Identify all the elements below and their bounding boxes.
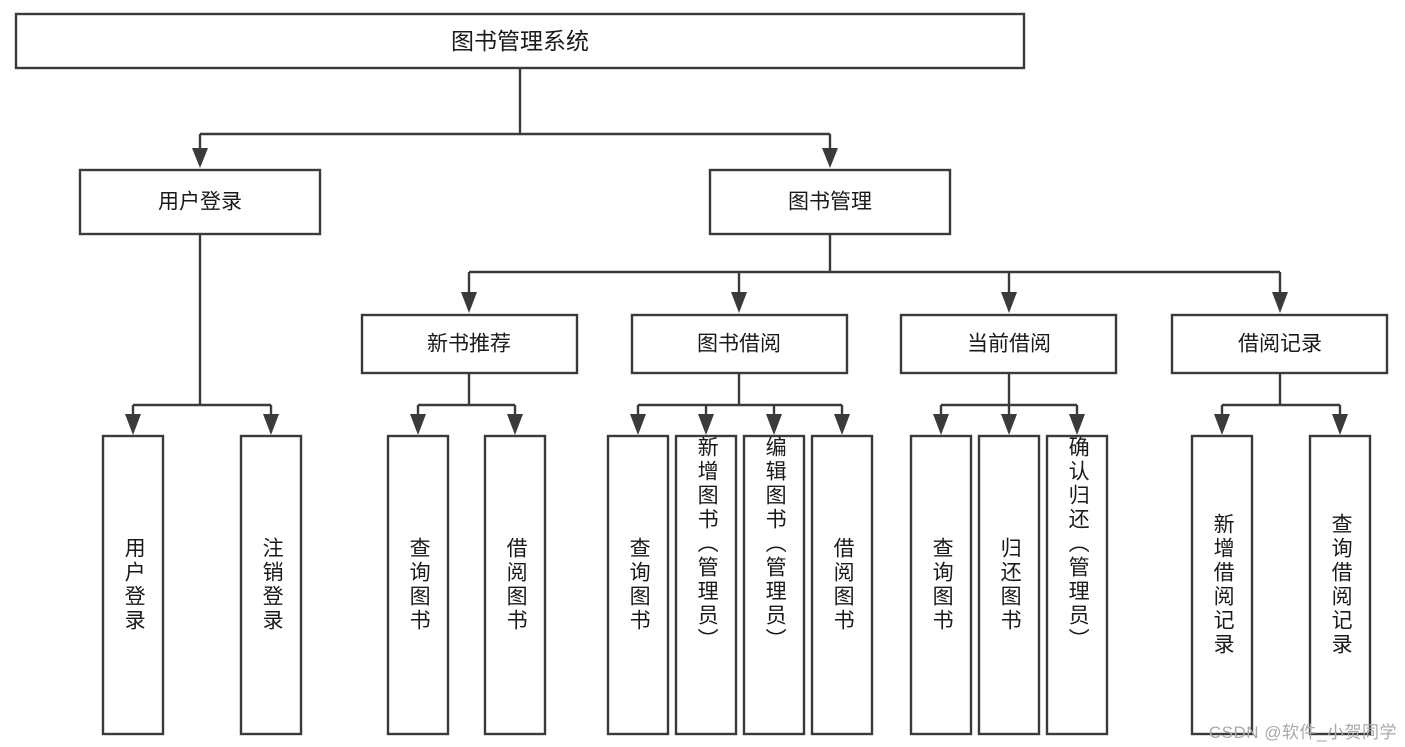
node-leaf-logout-box[interactable] [239,434,303,736]
node-current-borrow-box[interactable] [899,313,1118,375]
arrow-head-icon [1001,292,1017,313]
connector-book-borrow-to-leaves [630,373,850,435]
node-borrow-record-label: 借阅记录 [1238,333,1322,356]
node-root-box[interactable] [14,12,1026,70]
node-leaf-user-login-box[interactable] [101,434,165,736]
node-borrow-record-box[interactable] [1170,313,1389,375]
node-leaf-query-book-3-box[interactable] [909,434,973,736]
arrow-head-icon [192,148,208,168]
node-book-borrow[interactable]: 图书借阅 [630,313,849,375]
arrow-head-icon [933,414,949,435]
arrow-head-icon [461,292,477,313]
arrow-head-icon [1069,414,1085,435]
arrow-head-icon [766,414,782,435]
arrow-head-icon [630,414,646,435]
arrow-head-icon [698,414,714,435]
node-leaf-add-record-box[interactable] [1190,434,1254,736]
node-new-book-recommend[interactable]: 新书推荐 [360,313,579,375]
watermark: CSDN @软件_小贺同学 [1208,723,1397,742]
connector-current-borrow-to-leaves [933,373,1085,435]
connector-new-book-recommend-to-leaves [410,373,523,435]
leaf-boxes [101,434,1372,736]
connector-root-to-level1 [192,68,838,168]
connector-borrow-record-to-leaves [1214,373,1348,435]
node-user-login-box[interactable] [78,168,322,236]
node-leaf-return-book-box[interactable] [977,434,1041,736]
node-leaf-confirm-return-box[interactable] [1045,434,1109,736]
node-book-borrow-label: 图书借阅 [697,333,781,356]
node-leaf-query-book-1-box[interactable] [386,434,450,736]
node-user-login[interactable]: 用户登录 [78,168,322,236]
arrow-head-icon [731,292,747,313]
arrow-head-icon [834,414,850,435]
node-root[interactable]: 图书管理系统 [14,12,1026,70]
node-leaf-borrow-book-2-box[interactable] [810,434,874,736]
node-book-manage-label: 图书管理 [788,191,872,214]
node-leaf-query-record-box[interactable] [1308,434,1372,736]
node-current-borrow-label: 当前借阅 [967,333,1051,356]
node-new-book-recommend-box[interactable] [360,313,579,375]
node-leaf-borrow-book-1-box[interactable] [483,434,547,736]
node-leaf-add-book-box[interactable] [674,434,738,736]
node-user-login-label: 用户登录 [158,191,242,214]
node-leaf-query-book-2-box[interactable] [606,434,670,736]
node-borrow-record[interactable]: 借阅记录 [1170,313,1389,375]
node-root-label: 图书管理系统 [451,28,589,54]
arrow-head-icon [1272,292,1288,313]
node-book-manage-box[interactable] [708,168,952,236]
arrow-head-icon [822,148,838,168]
node-book-borrow-box[interactable] [630,313,849,375]
node-current-borrow[interactable]: 当前借阅 [899,313,1118,375]
node-new-book-recommend-label: 新书推荐 [427,333,511,356]
node-book-manage[interactable]: 图书管理 [708,168,952,236]
arrow-head-icon [1001,414,1017,435]
arrow-head-icon [125,414,141,435]
arrow-head-icon [263,414,279,435]
connector-book-manage-to-level2 [461,235,1288,313]
connector-user-login-to-leaves [125,235,279,435]
arrow-head-icon [410,414,426,435]
arrow-head-icon [1214,414,1230,435]
arrow-head-icon [507,414,523,435]
arrow-head-icon [1332,414,1348,435]
node-leaf-edit-book-box[interactable] [742,434,806,736]
